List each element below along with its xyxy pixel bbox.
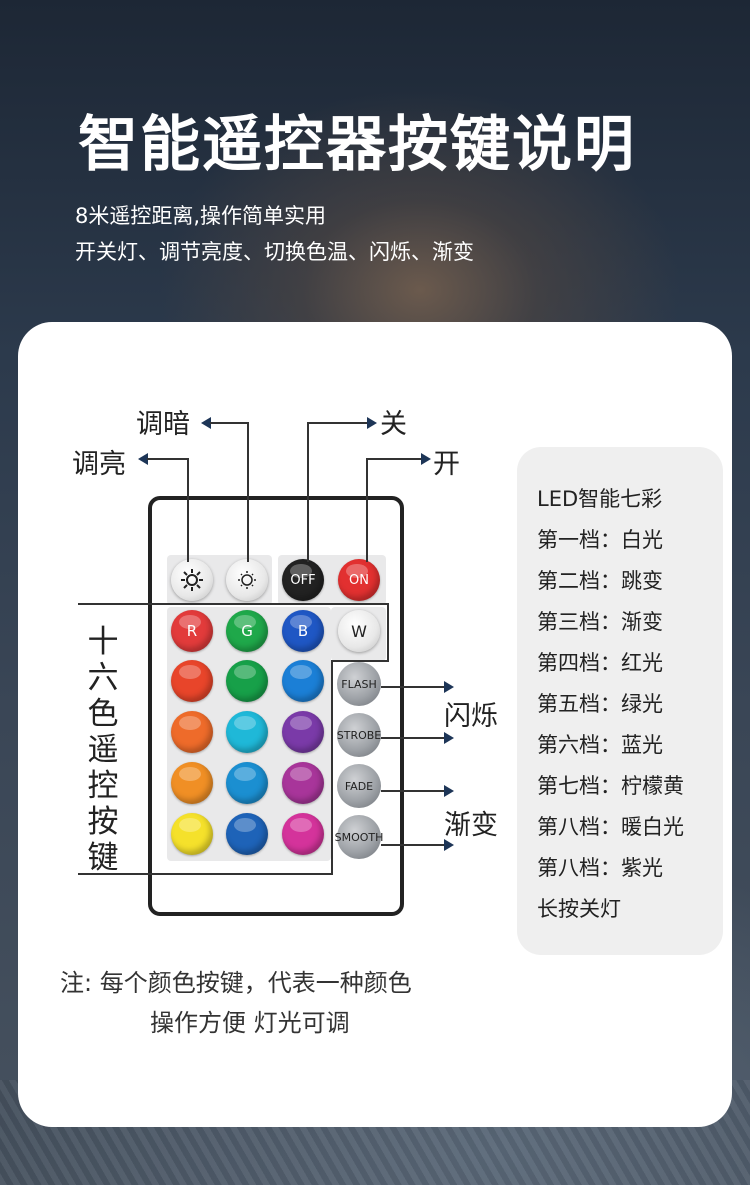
subtitle-range: 8米遥控距离,操作简单实用: [75, 204, 327, 228]
label-off: 关: [380, 409, 407, 440]
color-button[interactable]: [226, 711, 268, 753]
arrow-flash: [444, 681, 454, 693]
mode-legend: LED智能七彩 第一档：白光 第二档：跳变 第三档：渐变 第四档：红光 第五档：…: [517, 447, 723, 955]
label-on: 开: [433, 449, 460, 480]
label-fade: 渐变: [444, 810, 498, 841]
legend-item: 第八档：紫光: [537, 856, 663, 880]
callout-line: [307, 422, 309, 562]
bracket-line: [78, 603, 388, 605]
color-button[interactable]: [282, 813, 324, 855]
arrow-dim: [201, 417, 211, 429]
arrow-on: [421, 453, 431, 465]
bright-down-button[interactable]: [226, 559, 268, 601]
legend-item: 长按关灯: [537, 897, 621, 921]
legend-item: 第二档：跳变: [537, 569, 663, 593]
legend-item: 第五档：绿光: [537, 692, 663, 716]
callout-line: [366, 458, 421, 460]
bracket-line: [78, 873, 333, 875]
flash-button[interactable]: FLASH: [337, 662, 381, 706]
callout-line: [210, 422, 248, 424]
callout-line: [147, 458, 188, 460]
arrow-smooth: [444, 839, 454, 851]
on-button[interactable]: ON: [338, 559, 380, 601]
color-button[interactable]: [226, 660, 268, 702]
red-button[interactable]: R: [171, 610, 213, 652]
arrow-fade: [444, 785, 454, 797]
label-dim: 调暗: [136, 409, 190, 440]
callout-line: [307, 422, 367, 424]
callout-line: [187, 458, 189, 562]
callout-line: [381, 844, 444, 846]
callout-line: [366, 458, 368, 562]
off-button[interactable]: OFF: [282, 559, 324, 601]
callout-line: [381, 790, 444, 792]
subtitle-functions: 开关灯、调节亮度、切换色温、闪烁、渐变: [75, 240, 474, 264]
bracket-line: [387, 603, 389, 661]
arrow-off: [367, 417, 377, 429]
legend-item: 第一档：白光: [537, 528, 663, 552]
page-title: 智能遥控器按键说明: [78, 110, 636, 180]
bracket-line: [331, 660, 333, 874]
color-button[interactable]: [282, 762, 324, 804]
strobe-button[interactable]: STROBE: [337, 713, 381, 757]
color-button[interactable]: [226, 762, 268, 804]
callout-line: [381, 737, 444, 739]
color-button[interactable]: [282, 660, 324, 702]
green-button[interactable]: G: [226, 610, 268, 652]
bracket-line: [331, 660, 389, 662]
color-button[interactable]: [171, 660, 213, 702]
white-button[interactable]: W: [338, 610, 380, 652]
bright-sun-icon: [181, 569, 203, 591]
fade-button[interactable]: FADE: [337, 764, 381, 808]
legend-item: 第八档：暖白光: [537, 815, 684, 839]
color-button[interactable]: [171, 813, 213, 855]
legend-item: 第六档：蓝光: [537, 733, 663, 757]
arrow-strobe: [444, 732, 454, 744]
label-sixteen-color-buttons: 十 六 色 遥 控 按 键: [87, 624, 119, 876]
label-bright: 调亮: [72, 449, 126, 480]
blue-button[interactable]: B: [282, 610, 324, 652]
label-flash: 闪烁: [444, 701, 498, 732]
color-button[interactable]: [282, 711, 324, 753]
note-line-1: 注: 每个颜色按键，代表一种颜色: [60, 969, 412, 997]
legend-item: 第四档：红光: [537, 651, 663, 675]
callout-line: [381, 686, 444, 688]
smooth-button[interactable]: SMOOTH: [335, 815, 383, 859]
bright-up-button[interactable]: [171, 559, 213, 601]
arrow-bright: [138, 453, 148, 465]
color-button[interactable]: [171, 762, 213, 804]
color-button[interactable]: [226, 813, 268, 855]
callout-line: [247, 422, 249, 562]
legend-title: LED智能七彩: [537, 487, 663, 511]
note-line-2: 操作方便 灯光可调: [150, 1009, 350, 1037]
legend-item: 第七档：柠檬黄: [537, 774, 684, 798]
color-button[interactable]: [171, 711, 213, 753]
legend-item: 第三档：渐变: [537, 610, 663, 634]
dim-sun-icon: [238, 571, 256, 589]
